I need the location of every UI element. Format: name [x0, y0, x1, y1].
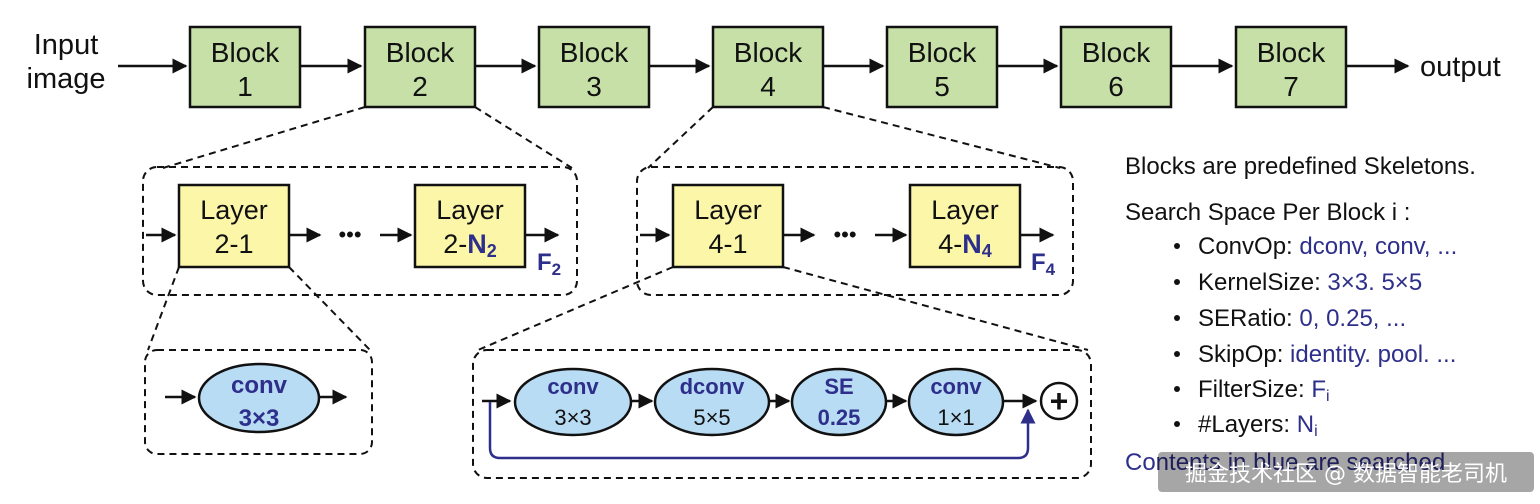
layer-4-n-number: 4-N4	[938, 229, 992, 261]
layer-4-1-label: Layer	[694, 195, 762, 225]
layer-4-1-number: 4-1	[708, 229, 747, 259]
block-3-number: 3	[586, 71, 602, 102]
block-4: Block 4	[711, 25, 825, 109]
bullet-4	[1174, 351, 1180, 357]
op-se-param: 0.25	[818, 405, 861, 430]
op-se-025: SE 0.25	[790, 367, 888, 437]
op-conv-single-name: conv	[231, 372, 288, 399]
layer-4-n: Layer 4-N4	[908, 183, 1022, 269]
item-filtersize: FilterSize: Fi	[1198, 376, 1330, 405]
block-6: Block 6	[1059, 25, 1173, 109]
op-dconv-param: 5×5	[693, 405, 730, 430]
watermark-text: 掘金技术社区 @ 数据智能老司机	[1185, 462, 1507, 487]
layer-2-1: Layer 2-1	[177, 183, 291, 269]
op-conv-3x3-name: conv	[547, 374, 599, 399]
bullet-1	[1174, 243, 1180, 249]
op-dconv-name: dconv	[680, 374, 746, 399]
zoom-line-layer21-right	[288, 266, 371, 351]
op-conv-1x1-param: 1×1	[937, 405, 974, 430]
sidebar-footer: Contents in blue are searched	[1125, 449, 1445, 476]
zoom-line-block2-right	[474, 106, 573, 169]
layer-2-1-number: 2-1	[214, 229, 253, 259]
layer21-detail-frame	[144, 349, 373, 455]
watermark: 掘金技术社区 @ 数据智能老司机	[1158, 452, 1534, 492]
add-symbol: +	[1050, 383, 1069, 419]
block-5-label: Block	[908, 37, 977, 68]
block-6-label: Block	[1082, 37, 1151, 68]
bullet-6	[1174, 421, 1180, 427]
op-conv-3x3-single: conv 3×3	[197, 362, 321, 434]
item-layers: #Layers: Ni	[1198, 411, 1318, 440]
block-7: Block 7	[1234, 25, 1348, 109]
block4-ellipsis: •••	[833, 222, 856, 247]
block4-detail-frame	[636, 166, 1074, 296]
block-4-label: Block	[734, 37, 803, 68]
op-conv-3x3: conv 3×3	[513, 367, 633, 437]
filter-size-f2: F2	[537, 249, 561, 279]
op-se-name: SE	[824, 374, 853, 399]
sidebar-heading: Blocks are predefined Skeletons.	[1125, 153, 1476, 180]
sidebar-search-title: Search Space Per Block i :	[1125, 199, 1410, 226]
block-1-number: 1	[237, 71, 253, 102]
block-7-number: 7	[1283, 71, 1299, 102]
zoom-line-block4-left	[647, 106, 714, 169]
output-label: output	[1420, 51, 1501, 83]
block-2-label: Block	[386, 37, 455, 68]
zoom-line-block4-right	[822, 106, 1061, 169]
input-label-line2: image	[27, 63, 106, 95]
block-5: Block 5	[885, 25, 999, 109]
bullet-2	[1174, 279, 1180, 285]
layer-4-1: Layer 4-1	[671, 183, 785, 269]
block-7-label: Block	[1257, 37, 1326, 68]
layer-2-1-label: Layer	[200, 195, 268, 225]
zoom-line-layer41-right	[782, 266, 1089, 351]
layer-2-n-label: Layer	[436, 195, 504, 225]
skip-connection-path	[488, 402, 1036, 460]
zoom-line-block2-left	[162, 106, 366, 169]
block-3: Block 3	[537, 25, 651, 109]
item-kernelsize: KernelSize: 3×3. 5×5	[1198, 269, 1422, 296]
filter-size-f4: F4	[1031, 249, 1056, 279]
block-2-number: 2	[412, 71, 428, 102]
block-5-number: 5	[934, 71, 950, 102]
layer-2-n-number: 2-N2	[443, 229, 497, 261]
add-node: +	[1039, 381, 1079, 421]
op-conv-1x1-name: conv	[930, 374, 982, 399]
layer41-detail-frame	[472, 349, 1092, 479]
block-1: Block 1	[188, 25, 302, 109]
block-3-label: Block	[560, 37, 629, 68]
block2-ellipsis: •••	[338, 222, 361, 247]
item-convop: ConvOp: dconv, conv, ...	[1198, 233, 1457, 260]
block-1-label: Block	[211, 37, 280, 68]
op-conv-3x3-param: 3×3	[554, 405, 591, 430]
zoom-line-layer21-left	[147, 266, 180, 351]
item-skipop: SkipOp: identity. pool. ...	[1198, 341, 1456, 368]
bullet-5	[1174, 386, 1180, 392]
bullet-3	[1174, 315, 1180, 321]
input-label-line1: Input	[34, 29, 99, 61]
block-2: Block 2	[363, 25, 477, 109]
sidebar-legend: Blocks are predefined Skeletons. Search …	[1125, 153, 1476, 476]
layer-4-n-label: Layer	[931, 195, 999, 225]
layer-2-n: Layer 2-N2	[413, 183, 527, 269]
block-6-number: 6	[1108, 71, 1124, 102]
zoom-line-layer41-left	[477, 266, 674, 351]
item-seratio: SERatio: 0, 0.25, ...	[1198, 305, 1406, 332]
op-conv-single-param: 3×3	[239, 405, 280, 432]
op-dconv-5x5: dconv 5×5	[653, 367, 771, 437]
block-4-number: 4	[760, 71, 776, 102]
op-conv-1x1: conv 1×1	[907, 367, 1005, 437]
